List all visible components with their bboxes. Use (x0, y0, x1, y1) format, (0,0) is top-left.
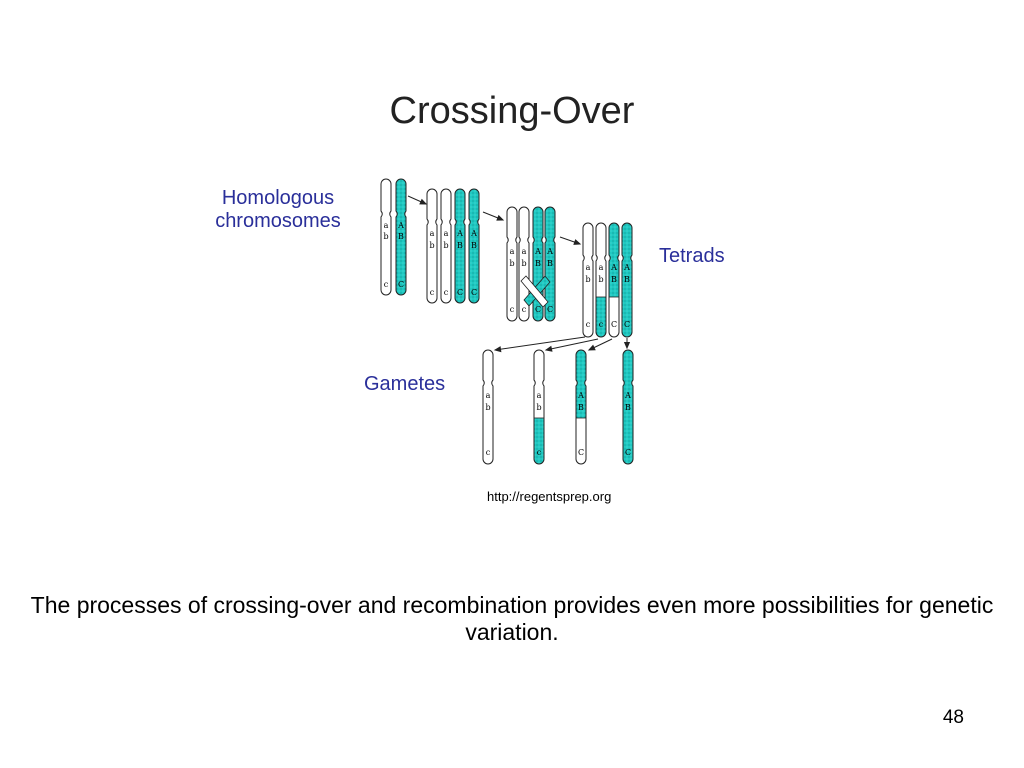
allele-label: a (384, 221, 389, 230)
allele-label: A (397, 221, 404, 230)
allele-label: a (444, 229, 449, 238)
allele-label: b (521, 259, 526, 268)
allele-label: a (430, 229, 435, 238)
chromosome: AB C (544, 206, 556, 322)
allele-label: c (522, 305, 527, 314)
arrow-head (573, 239, 582, 245)
allele-label: b (443, 241, 448, 250)
allele-label: b (598, 275, 603, 284)
allele-label: C (547, 305, 553, 314)
allele-label: b (536, 403, 541, 412)
allele-label: B (535, 259, 541, 268)
allele-label: c (510, 305, 515, 314)
allele-label: A (623, 263, 630, 272)
allele-label: c (599, 320, 604, 329)
allele-label: c (430, 288, 435, 297)
chromosome: ab c (595, 222, 607, 338)
allele-label: a (599, 263, 604, 272)
allele-label: c (537, 448, 542, 457)
allele-label: B (611, 275, 617, 284)
gametes-label: Gametes (364, 373, 446, 395)
chromosome: AB C (468, 188, 480, 304)
homologous-chromosomes-label: Homologous chromosomes (215, 187, 341, 232)
arrow-head (623, 341, 631, 350)
page-number: 48 (942, 707, 964, 728)
allele-label: C (535, 305, 541, 314)
allele-label: A (577, 391, 584, 400)
allele-label: C (457, 288, 463, 297)
allele-label: a (510, 247, 515, 256)
allele-label: C (471, 288, 477, 297)
chromosome: ab c (506, 206, 518, 322)
allele-label: b (585, 275, 590, 284)
allele-label: b (429, 241, 434, 250)
allele-label: B (547, 259, 553, 268)
allele-label: A (546, 247, 553, 256)
allele-label: c (486, 448, 491, 457)
allele-label: b (485, 403, 490, 412)
allele-label: B (457, 241, 463, 250)
tetrads-label: Tetrads (659, 245, 725, 267)
allele-label: B (624, 275, 630, 284)
allele-label: c (384, 280, 389, 289)
allele-label: A (470, 229, 477, 238)
allele-label: B (398, 232, 404, 241)
allele-label: A (624, 391, 631, 400)
allele-label: A (534, 247, 541, 256)
allele-label: B (625, 403, 631, 412)
arrow-head (419, 198, 428, 205)
allele-label: a (486, 391, 491, 400)
allele-label: C (578, 448, 584, 457)
chromosome: ab c (533, 349, 545, 465)
allele-label: a (522, 247, 527, 256)
chromosome: AB C (608, 222, 620, 338)
chromosome: AB C (621, 222, 633, 338)
allele-label: C (398, 280, 404, 289)
chromosome: ab c (482, 349, 494, 465)
chromosome: AB C (454, 188, 466, 304)
chromosome: AB C (575, 349, 587, 465)
chromosome: ab c (582, 222, 594, 338)
allele-label: c (444, 288, 449, 297)
allele-label: B (578, 403, 584, 412)
allele-label: A (610, 263, 617, 272)
allele-label: C (624, 320, 630, 329)
slide-title: Crossing-Over (389, 90, 635, 132)
allele-label: a (537, 391, 542, 400)
chromosome: ab c (440, 188, 452, 304)
arrow-head (496, 214, 505, 221)
allele-label: C (611, 320, 617, 329)
chromosome: AB C (622, 349, 634, 465)
source-url: http://regentsprep.org (487, 489, 612, 504)
allele-label: B (471, 241, 477, 250)
crossover-segment (520, 275, 549, 308)
allele-label: b (383, 232, 388, 241)
allele-label: b (509, 259, 514, 268)
allele-label: c (586, 320, 591, 329)
chromosome: ab c (426, 188, 438, 304)
arrow-head (544, 345, 553, 352)
chromosome: ab c (380, 178, 392, 296)
arrow-head (587, 344, 596, 351)
slide-caption: The processes of crossing-over and recom… (30, 592, 994, 645)
arrow-head (493, 346, 502, 353)
allele-label: C (625, 448, 631, 457)
chromosome: ab c (518, 206, 530, 322)
chromosome: AB C (395, 178, 407, 296)
allele-label: A (456, 229, 463, 238)
allele-label: a (586, 263, 591, 272)
